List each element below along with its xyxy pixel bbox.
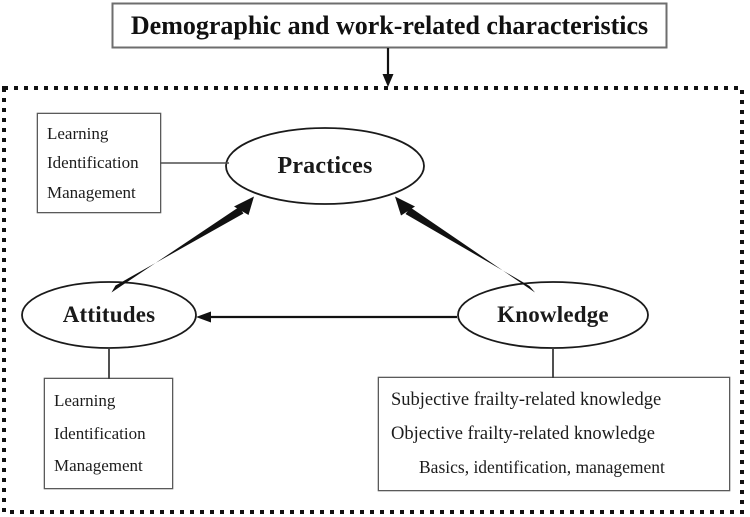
practices-detail-item: Learning (47, 123, 109, 143)
knowledge-detail-item: Subjective frailty-related knowledge (391, 390, 662, 411)
knowledge-to-attitudes-arrowhead (196, 311, 211, 323)
node-practices-label[interactable]: Practices (277, 152, 373, 179)
node-knowledge-label[interactable]: Knowledge (497, 302, 609, 327)
knowledge-detail-box: Subjective frailty-related knowledge Obj… (379, 378, 729, 490)
attitudes-detail-item: Learning (54, 391, 116, 411)
knowledge-detail-item: Basics, identification, management (419, 456, 665, 477)
header-to-frame-arrowhead (382, 74, 394, 87)
attitudes-to-practices-shaft (111, 207, 244, 293)
attitudes-detail-item: Management (54, 455, 143, 475)
page-title: Demographic and work-related characteris… (130, 10, 649, 40)
attitudes-detail-item: Identification (54, 423, 146, 443)
node-attitudes-label[interactable]: Attitudes (62, 302, 156, 327)
practices-detail-item: Management (47, 182, 136, 202)
knowledge-detail-item: Objective frailty-related knowledge (391, 423, 656, 444)
practices-detail-box: Learning Identification Management (38, 114, 160, 212)
knowledge-to-practices-shaft (405, 207, 535, 293)
practices-detail-item: Identification (47, 153, 139, 172)
attitudes-detail-box: Learning Identification Management (45, 379, 172, 488)
